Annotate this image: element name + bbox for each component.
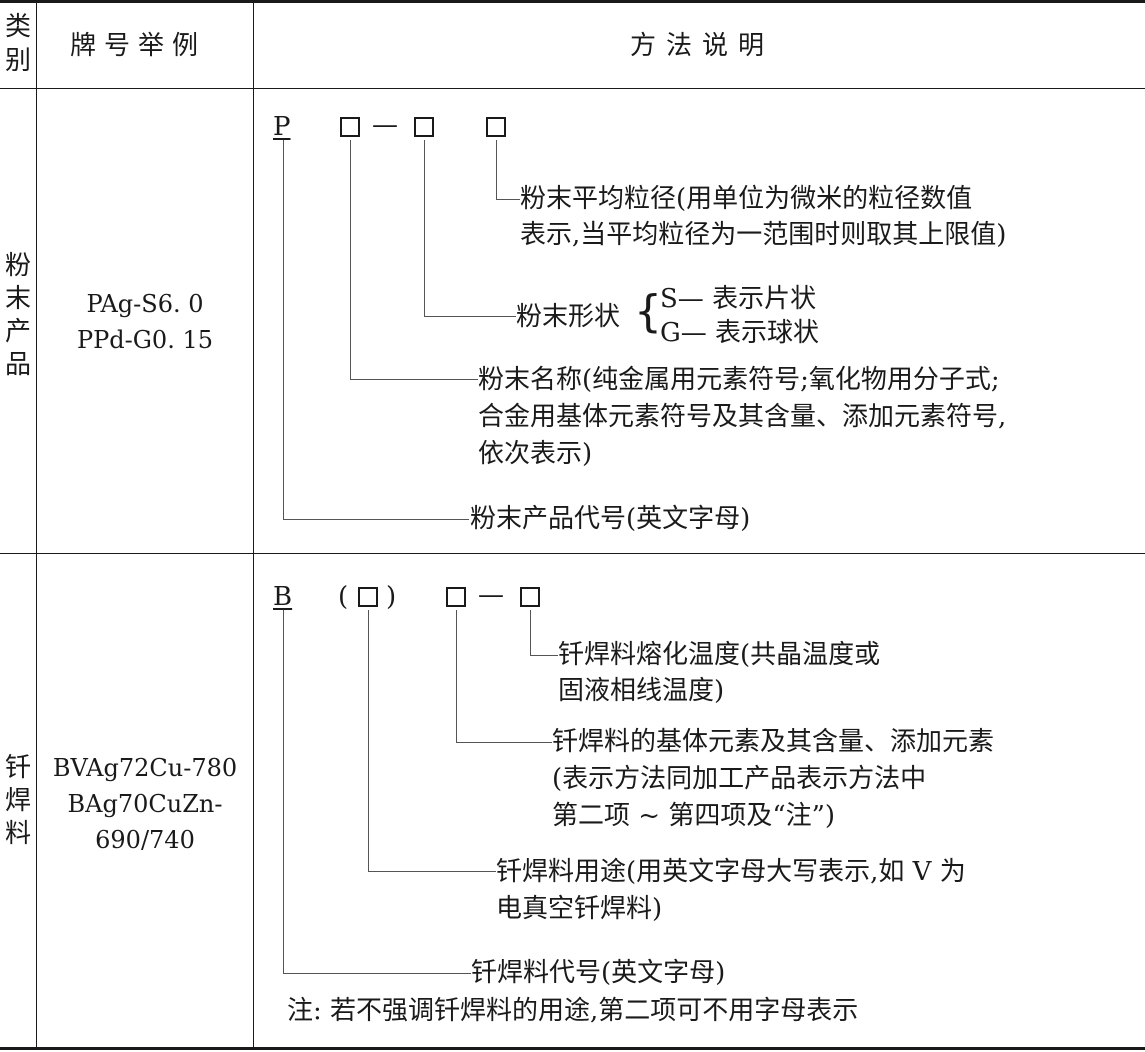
placeholder-box-name [340,117,360,137]
desc-shape-g: G— 表示球状 [660,318,820,348]
leader-size-h [496,199,520,200]
desc-name-3: 依次表示) [478,439,593,469]
table-top-border [0,0,1145,3]
desc-base-1: 钎焊料的基体元素及其含量、添加元素 [552,727,995,757]
leader-base-v [456,610,457,743]
header-category: 类别 [4,12,31,76]
leader-name-h [350,379,478,380]
leader-solder-code-h [283,973,471,974]
code-letter-b: B [273,582,293,612]
table-bottom-border [0,1047,1145,1050]
brace-icon: { [634,286,662,337]
category-solder: 钎焊料 [4,753,31,849]
dash-1: — [372,110,398,140]
leader-size-v [496,140,497,200]
category-powder: 粉末产品 [4,251,31,380]
example-solder: BVAg72Cu-780 BAg70CuZn- 690/740 [36,750,254,858]
code-letter-p: P [273,112,291,142]
desc-solder-code: 钎焊料代号(英文字母) [471,958,726,988]
example-solder-3: 690/740 [95,826,195,854]
desc-usage-2: 电真空钎焊料) [496,894,663,924]
desc-note: 注: 若不强调钎焊料的用途,第二项可不用字母表示 [287,996,859,1026]
leader-usage-v [368,610,369,872]
leader-usage-h [368,871,496,872]
leader-code-v [283,140,284,520]
leader-melting-v [530,610,531,656]
example-powder-1: PAg-S6. 0 [86,290,204,318]
leader-shape-v [424,140,425,317]
example-solder-1: BVAg72Cu-780 [52,754,238,782]
placeholder-box-shape [414,117,434,137]
desc-shape-s: S— 表示片状 [660,284,817,314]
desc-powder-code: 粉末产品代号(英文字母) [470,504,751,534]
placeholder-box-base [446,587,466,607]
leader-code-h [283,519,469,520]
desc-usage-1: 钎焊料用途(用英文字母大写表示,如 V 为 [496,857,966,887]
placeholder-box-melting [520,587,540,607]
desc-particle-size-2: 表示,当平均粒径为一范围时则取其上限值) [520,220,1007,250]
desc-shape-label: 粉末形状 [516,302,621,332]
leader-melting-h [530,655,558,656]
example-powder: PAg-S6. 0 PPd-G0. 15 [36,286,254,358]
desc-particle-size-1: 粉末平均粒径(用单位为微米的粒径数值 [520,184,973,214]
dash-2: — [478,580,504,610]
leader-shape-h [424,316,516,317]
desc-melting-1: 钎焊料熔化温度(共晶温度或 [558,640,881,670]
header-bottom-border [0,88,1145,89]
paren-close: ) [386,582,397,612]
leader-base-h [456,742,552,743]
header-example: 牌号举例 [70,31,207,61]
leader-name-v [350,140,351,380]
header-method: 方法说明 [630,31,775,61]
desc-name-1: 粉末名称(纯金属用元素符号;氧化物用分子式; [478,365,1000,395]
example-powder-2: PPd-G0. 15 [76,326,213,354]
placeholder-box-usage [358,587,378,607]
desc-base-2: (表示方法同加工产品表示方法中 [552,764,927,794]
col-divider-1 [36,0,37,1050]
desc-name-2: 合金用基体元素符号及其含量、添加元素符号, [478,402,1007,432]
placeholder-box-size [486,117,506,137]
desc-base-3: 第二项 ~ 第四项及“注”) [552,801,836,831]
row-divider [0,553,1145,554]
leader-solder-code-v [283,610,284,974]
col-divider-2 [253,0,254,1050]
desc-melting-2: 固液相线温度) [558,676,725,706]
example-solder-2: BAg70CuZn- [67,790,223,818]
paren-open: ( [338,582,349,612]
